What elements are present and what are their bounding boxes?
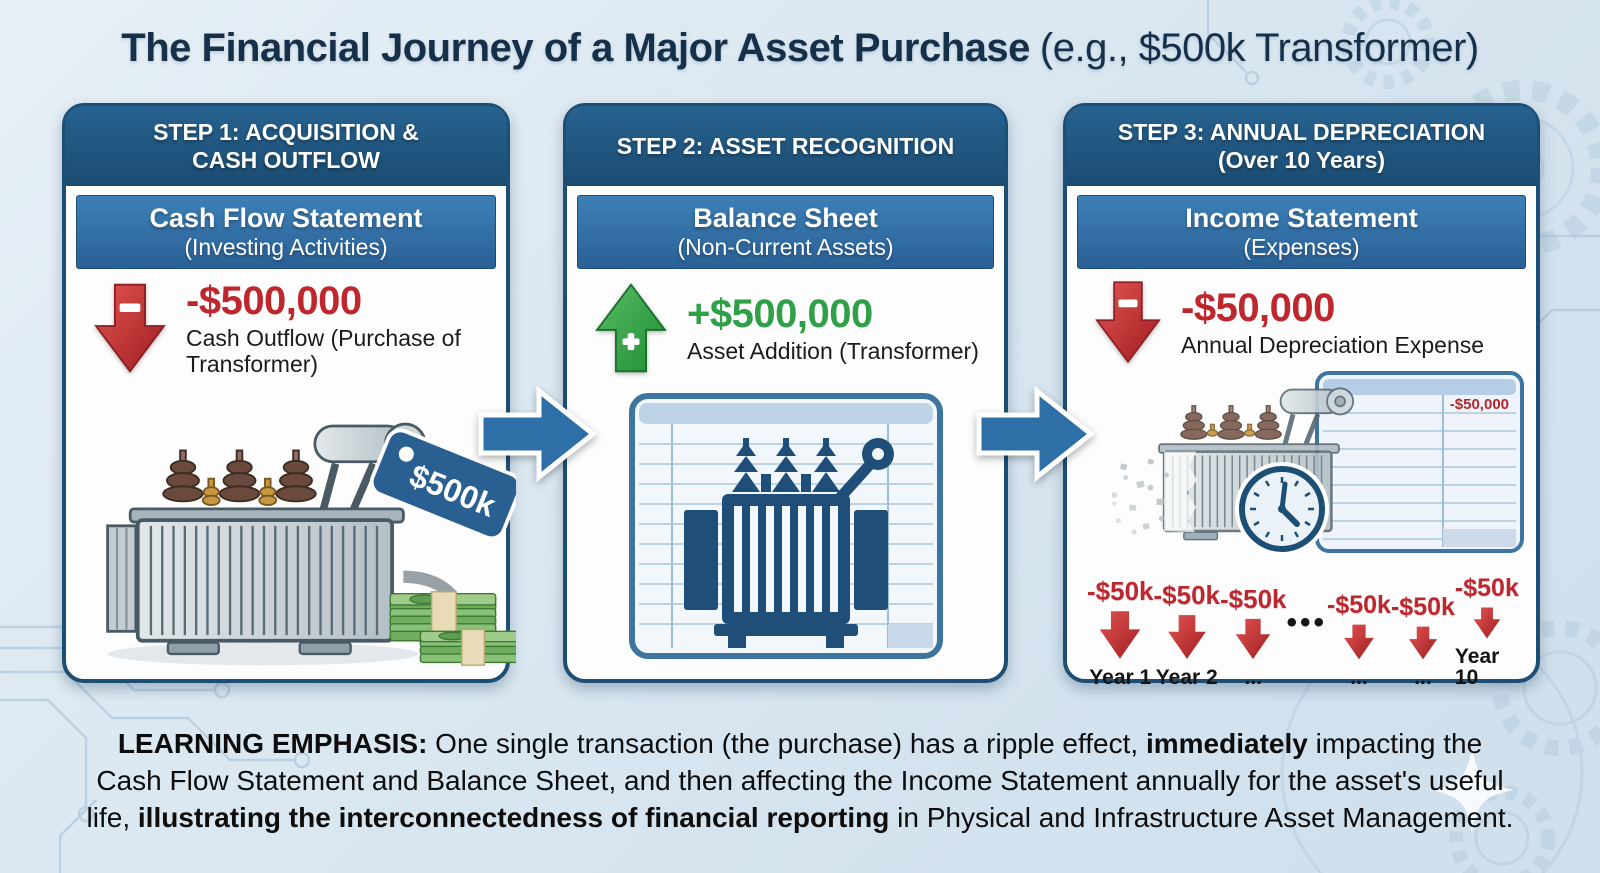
dissolve-particles xyxy=(1111,458,1169,536)
clock-icon xyxy=(1235,462,1329,557)
footer-segment: One single transaction (the purchase) ha… xyxy=(427,728,1146,759)
step1-header: STEP 1: ACQUISITION & CASH OUTFLOW xyxy=(65,106,507,186)
page-title: The Financial Journey of a Major Asset P… xyxy=(0,26,1600,71)
step2-statement-banner: Balance Sheet (Non-Current Assets) xyxy=(577,195,994,270)
ledger-transformer-illustration xyxy=(628,393,943,660)
page-title-main: The Financial Journey of a Major Asset P… xyxy=(121,26,1030,70)
footer-segment: immediately xyxy=(1145,728,1308,759)
step2-header-line1: STEP 2: ASSET RECOGNITION xyxy=(616,132,955,159)
step3-statement-title: Income Statement xyxy=(1185,203,1418,233)
step3-impact: -$50,000 Annual Depreciation Expense xyxy=(1091,277,1522,367)
step1-panel: STEP 1: ACQUISITION & CASH OUTFLOW Cash … xyxy=(62,103,523,683)
transformer-tank xyxy=(106,507,405,656)
learning-emphasis: LEARNING EMPHASIS: One single transactio… xyxy=(85,726,1515,837)
down-arrow-minus-icon xyxy=(1095,281,1161,364)
step1-header-line2: CASH OUTFLOW xyxy=(192,147,380,173)
step3-illustration: -$50,000 xyxy=(1077,367,1526,564)
depreciation-illustration: -$50,000 xyxy=(1111,371,1524,557)
transformer-purchase-illustration: $500k xyxy=(106,423,523,667)
year-arrow-icon xyxy=(1099,611,1141,660)
step2-impact: +$500,000 Asset Addition (Transformer) xyxy=(591,279,990,377)
step3-amount: -$50,000 xyxy=(1181,285,1335,330)
footer-segment: in Physical and Infrastructure Asset Man… xyxy=(889,801,1514,833)
ledger-cell-value: -$50,000 xyxy=(1450,396,1509,413)
ellipsis-dots: ••• xyxy=(1286,606,1328,640)
step1-impact: -$500,000 Cash Outflow (Purchase of Tran… xyxy=(90,279,492,377)
year-arrow-icon xyxy=(1236,619,1271,660)
year-arrow-icon xyxy=(1408,627,1438,660)
footer-segment: illustrating the interconnectedness of f… xyxy=(137,801,890,833)
step1-statement-subtitle: (Investing Activities) xyxy=(184,234,388,261)
step2-header: STEP 2: ASSET RECOGNITION xyxy=(566,106,1005,186)
flow-arrow-icon xyxy=(478,385,598,483)
year-arrow-icon xyxy=(1344,625,1374,660)
step2-statement-subtitle: (Non-Current Assets) xyxy=(677,234,894,261)
price-tag: $500k xyxy=(369,429,523,541)
transformer-silhouette xyxy=(683,438,894,649)
year-item: -$50k ... xyxy=(1220,584,1287,690)
step1-header-line1: STEP 1: ACQUISITION & xyxy=(153,118,419,145)
sparkle-shape xyxy=(1430,748,1514,832)
down-arrow-minus-icon xyxy=(94,284,166,374)
step2-illustration xyxy=(577,387,994,665)
step1-statement-title: Cash Flow Statement xyxy=(149,203,423,233)
footer-segment: impacting the Cash Flow Statement and Ba… xyxy=(86,728,1504,833)
step3-header: STEP 3: ANNUAL DEPRECIATION (Over 10 Yea… xyxy=(1066,106,1537,186)
step1-description: Cash Outflow (Purchase of Transformer) xyxy=(186,325,461,377)
step3-panel: STEP 3: ANNUAL DEPRECIATION (Over 10 Yea… xyxy=(1063,103,1540,688)
year-item: -$50k ... xyxy=(1390,593,1455,690)
step1-statement-banner: Cash Flow Statement (Investing Activitie… xyxy=(76,195,496,270)
depreciation-years-row: -$50k Year 1 -$50k Year 2 -$50k ... ••• … xyxy=(1087,570,1519,690)
footer-segment: LEARNING EMPHASIS: xyxy=(117,728,428,759)
step2-panel: STEP 2: ASSET RECOGNITION Balance Sheet … xyxy=(563,103,1008,683)
step2-statement-title: Balance Sheet xyxy=(693,203,878,233)
up-arrow-plus-icon xyxy=(595,283,667,373)
step3-header-line2: (Over 10 Years) xyxy=(1217,147,1386,173)
page-title-suffix: (e.g., $500k Transformer) xyxy=(1039,26,1479,70)
year-arrow-icon xyxy=(1167,615,1206,660)
year-item: -$50k ... xyxy=(1327,591,1391,690)
year-item: -$50k Year 10 xyxy=(1454,574,1519,690)
year-item: -$50k Year 2 xyxy=(1153,580,1221,690)
step3-statement-banner: Income Statement (Expenses) xyxy=(1077,195,1526,270)
step3-description: Annual Depreciation Expense xyxy=(1181,331,1485,358)
year-item: -$50k Year 1 xyxy=(1087,576,1154,690)
step1-illustration: $500k xyxy=(76,377,523,674)
step2-amount: +$500,000 xyxy=(687,291,873,336)
step2-description: Asset Addition (Transformer) xyxy=(687,337,979,364)
year-arrow-icon xyxy=(1473,607,1501,640)
step3-statement-subtitle: (Expenses) xyxy=(1243,234,1360,261)
step1-amount: -$500,000 xyxy=(186,279,362,323)
step3-header-line1: STEP 3: ANNUAL DEPRECIATION xyxy=(1117,118,1486,145)
bushings xyxy=(162,450,317,507)
flow-arrow-icon xyxy=(976,385,1096,483)
